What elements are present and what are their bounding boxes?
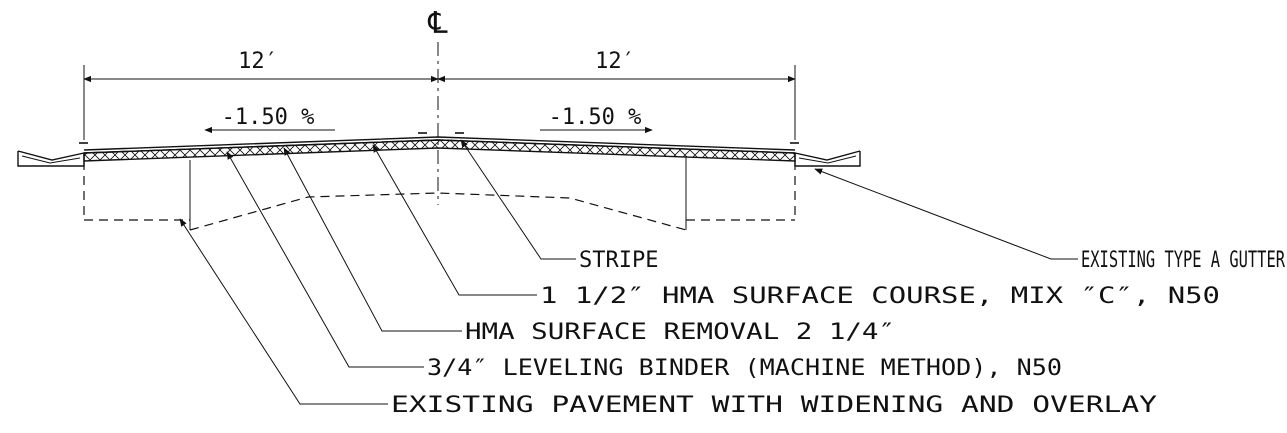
callout-gutter: EXISTING TYPE A GUTTER — [1081, 248, 1286, 273]
callout-stripe: STRIPE — [579, 248, 658, 273]
existing-pavement-outline — [83, 157, 796, 231]
slope-right-label: -1.50 % — [549, 105, 642, 130]
slope-left-label: -1.50 % — [222, 105, 315, 130]
callout-existing-pavement: EXISTING PAVEMENT WITH WIDENING AND OVER… — [391, 393, 1157, 418]
dimension-right-label: 12′ — [595, 49, 635, 74]
leader-lines — [179, 139, 1078, 405]
pavement-section — [83, 136, 796, 162]
callout-surface-removal: HMA SURFACE REMOVAL 2 1/4″ — [465, 320, 895, 345]
dimension-left-label: 12′ — [238, 49, 278, 74]
callout-leveling-binder: 3/4″ LEVELING BINDER (MACHINE METHOD), N… — [427, 356, 1062, 381]
left-gutter — [17, 150, 85, 167]
right-gutter — [794, 150, 861, 167]
callout-surface-course: 1 1/2″ HMA SURFACE COURSE, MIX ″C″, N50 — [540, 284, 1220, 309]
stripe-marks — [79, 132, 799, 144]
centerline-symbol: ℄ — [427, 6, 448, 41]
width-dimension — [83, 65, 796, 140]
